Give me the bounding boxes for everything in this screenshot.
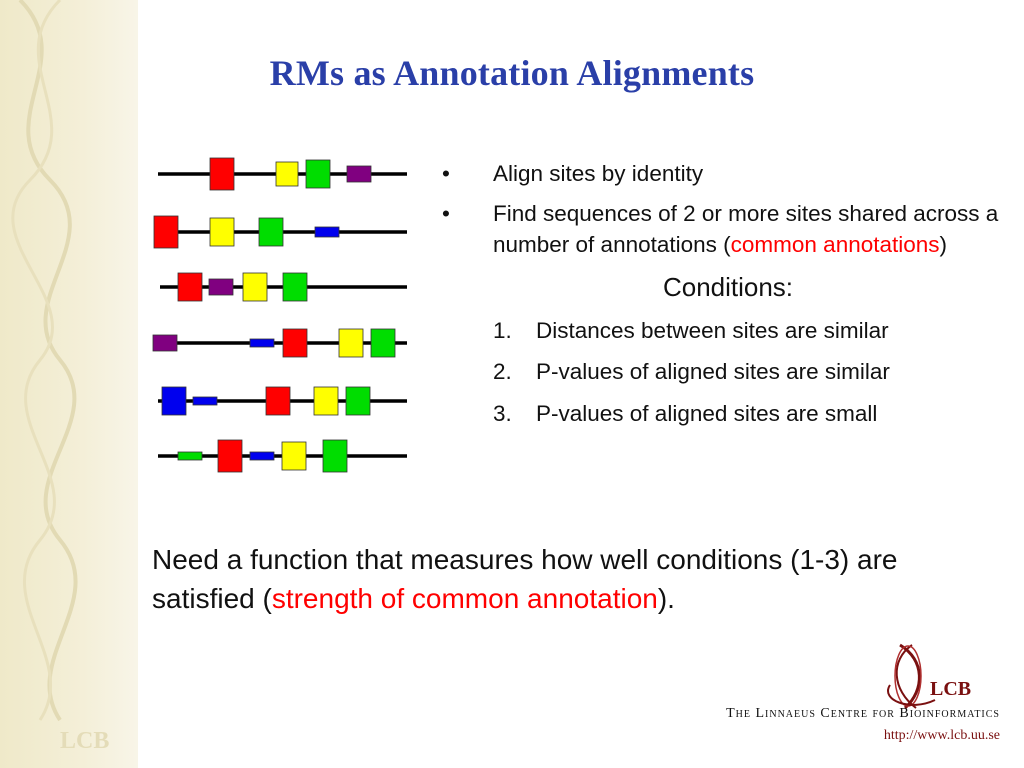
condition-number: 1. [493, 317, 512, 343]
site-yellow [313, 386, 339, 416]
annotation-row [158, 439, 407, 473]
site-green [258, 217, 284, 247]
annotation-row [158, 386, 407, 416]
bullet-item: • Find sequences of 2 or more sites shar… [440, 198, 1000, 261]
dna-helix-watermark [11, 0, 78, 722]
need-text: ). [657, 583, 675, 615]
annotation-row [152, 328, 407, 358]
site-yellow [209, 217, 235, 247]
site-blue [249, 338, 275, 348]
need-text: Need a function that measures how well c… [152, 544, 898, 615]
conditions-heading: Conditions: [662, 271, 794, 302]
site-yellow [275, 161, 299, 187]
site-yellow [338, 328, 364, 358]
bullet-text: Align sites by identity [493, 161, 704, 186]
site-blue [161, 386, 187, 416]
need-statement: Need a function that measures how well c… [152, 540, 952, 618]
condition-number: 3. [493, 400, 512, 426]
bullet-list: • Align sites by identity • Find sequenc… [440, 158, 1000, 439]
condition-item: 3. P-values of aligned sites are small [440, 398, 1000, 430]
highlight-text: common annotations [730, 232, 940, 257]
footer-logo-text: LCB [930, 678, 972, 700]
bullet-item: • Align sites by identity [440, 158, 1000, 190]
annotation-row [158, 157, 407, 191]
condition-item: 2. P-values of aligned sites are similar [440, 356, 1000, 388]
site-yellow [281, 441, 307, 471]
annotation-row [153, 215, 407, 249]
footer-url[interactable]: http://www.lcb.uu.se [883, 728, 1000, 743]
site-green [305, 159, 331, 189]
highlight-text: strength of common annotation [271, 583, 658, 615]
site-red [282, 328, 308, 358]
site-green [345, 386, 371, 416]
bullet-text: Find sequences of 2 or more sites shared… [493, 200, 999, 258]
site-blue [192, 396, 218, 406]
condition-text: P-values of aligned sites are small [536, 400, 878, 426]
slide-title: RMs as Annotation Alignments [269, 53, 755, 93]
site-purple [208, 278, 234, 296]
footer-organization: The Linnaeus Centre for Bioinformatics [726, 706, 1000, 721]
bullet-marker: • [442, 200, 450, 226]
site-blue [249, 451, 275, 461]
site-red [217, 439, 243, 473]
site-purple [346, 165, 372, 183]
site-green [322, 439, 348, 473]
annotation-row [160, 272, 407, 302]
site-green [282, 272, 308, 302]
site-red [177, 272, 203, 302]
condition-text: P-values of aligned sites are similar [536, 359, 890, 385]
site-red [265, 386, 291, 416]
sidebar-decoration: LCB [0, 0, 138, 768]
annotation-alignment-diagram [152, 157, 407, 473]
bullet-text: ) [939, 232, 948, 257]
site-purple [152, 334, 178, 352]
lcb-logo-icon [887, 643, 936, 710]
site-green [370, 328, 396, 358]
bullet-marker: • [442, 161, 450, 186]
condition-text: Distances between sites are similar [536, 317, 889, 343]
condition-item: 1. Distances between sites are similar [440, 315, 1000, 347]
site-red [153, 215, 179, 249]
site-green [177, 451, 203, 461]
condition-number: 2. [493, 359, 512, 385]
site-blue [314, 226, 340, 238]
sidebar-watermark: LCB [60, 728, 110, 754]
site-yellow [242, 272, 268, 302]
site-red [209, 157, 235, 191]
